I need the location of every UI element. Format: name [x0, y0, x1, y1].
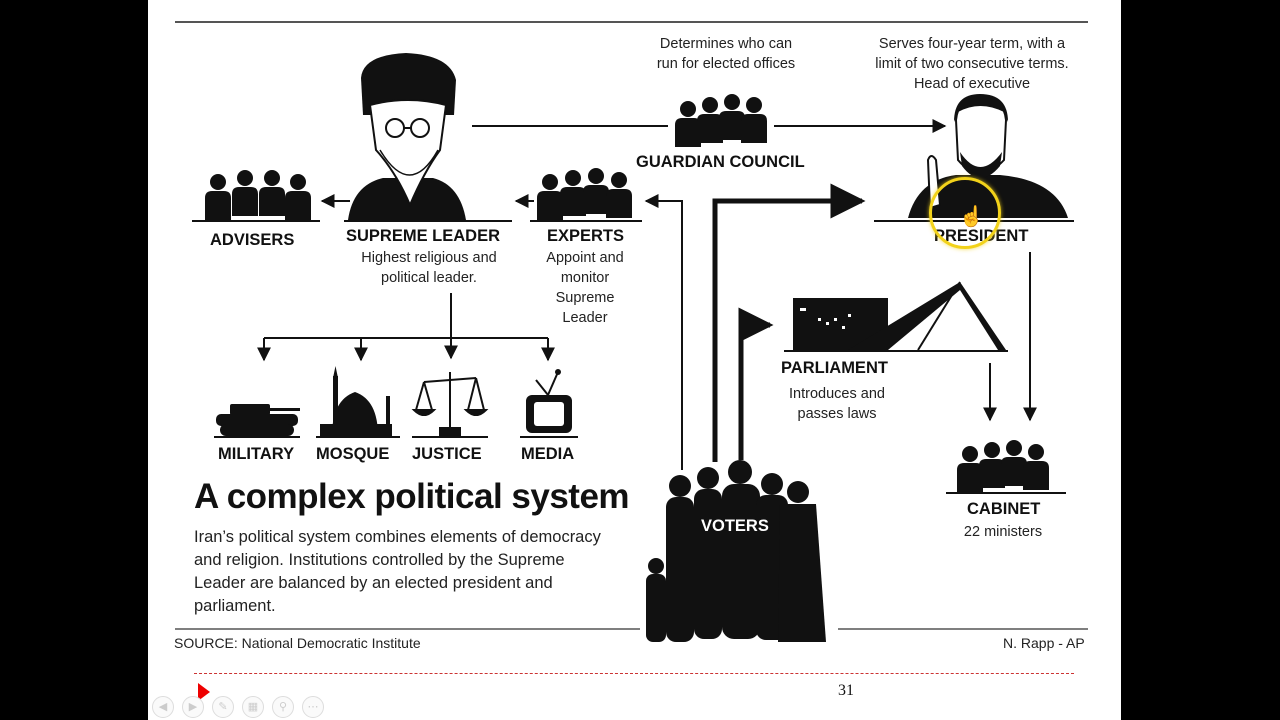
parliament-building-icon: [793, 281, 1006, 351]
arrow-voters-to-president: [712, 183, 866, 462]
media-label: MEDIA: [521, 445, 575, 463]
arrow-voters-to-parliament: [738, 307, 774, 460]
guardian-council-label: GUARDIAN COUNCIL: [636, 153, 805, 171]
voters-icon: [646, 460, 826, 642]
connectors: [257, 119, 1037, 470]
guardian-council-icon: [675, 94, 767, 147]
supreme-leader-description: Highest religious and political leader.: [361, 250, 497, 286]
page-number: 31: [838, 682, 854, 699]
arrow-voters-to-experts: [644, 194, 683, 470]
parliament-description: Introduces and passes laws: [789, 386, 885, 422]
slides-icon[interactable]: ▦: [242, 696, 264, 718]
more-icon[interactable]: ⋯: [302, 696, 324, 718]
voters-label: VOTERS: [701, 517, 769, 535]
scales-icon: [411, 372, 489, 436]
pen-icon[interactable]: ✎: [212, 696, 234, 718]
source-note: SOURCE: National Democratic Institute: [174, 635, 421, 651]
slide: ADVISERS SUPREME LEADER Highest religiou…: [148, 0, 1121, 720]
supreme-leader-portrait: [348, 53, 466, 220]
footer-divider: [194, 673, 1074, 674]
play-marker-icon: [198, 683, 210, 701]
back-icon[interactable]: ◀: [152, 696, 174, 718]
experts-label: EXPERTS: [547, 227, 625, 245]
cabinet-icon: [957, 440, 1049, 492]
mosque-label: MOSQUE: [316, 445, 390, 463]
credit-note: N. Rapp - AP: [1003, 635, 1085, 651]
cursor-highlight: [929, 177, 1001, 249]
cabinet-label: CABINET: [967, 500, 1041, 518]
tank-icon: [216, 404, 300, 436]
forward-icon[interactable]: ▶: [182, 696, 204, 718]
justice-label: JUSTICE: [412, 445, 482, 463]
cabinet-description: 22 ministers: [963, 524, 1043, 540]
parliament-label: PARLIAMENT: [781, 359, 888, 377]
slideshow-toolbar: ◀ ▶ ✎ ▦ ⚲ ⋯: [152, 696, 324, 718]
diagram-summary: Iran’s political system combines element…: [194, 528, 601, 615]
advisers-icon: [205, 170, 311, 220]
diagram-title: A complex political system: [194, 477, 630, 516]
mosque-icon: [320, 366, 392, 436]
experts-icon: [537, 168, 632, 220]
president-description: Serves four-year term, with a limit of t…: [875, 36, 1069, 92]
tv-icon: [526, 369, 572, 433]
advisers-label: ADVISERS: [210, 231, 295, 249]
hand-cursor-icon: ☝: [959, 206, 984, 228]
diagram: [175, 21, 1088, 642]
zoom-icon[interactable]: ⚲: [272, 696, 294, 718]
experts-description: Appoint and monitor Supreme Leader: [546, 250, 624, 326]
military-label: MILITARY: [218, 445, 295, 463]
guardian-council-description: Determines who can run for elected offic…: [656, 36, 796, 72]
supreme-leader-label: SUPREME LEADER: [346, 227, 501, 245]
